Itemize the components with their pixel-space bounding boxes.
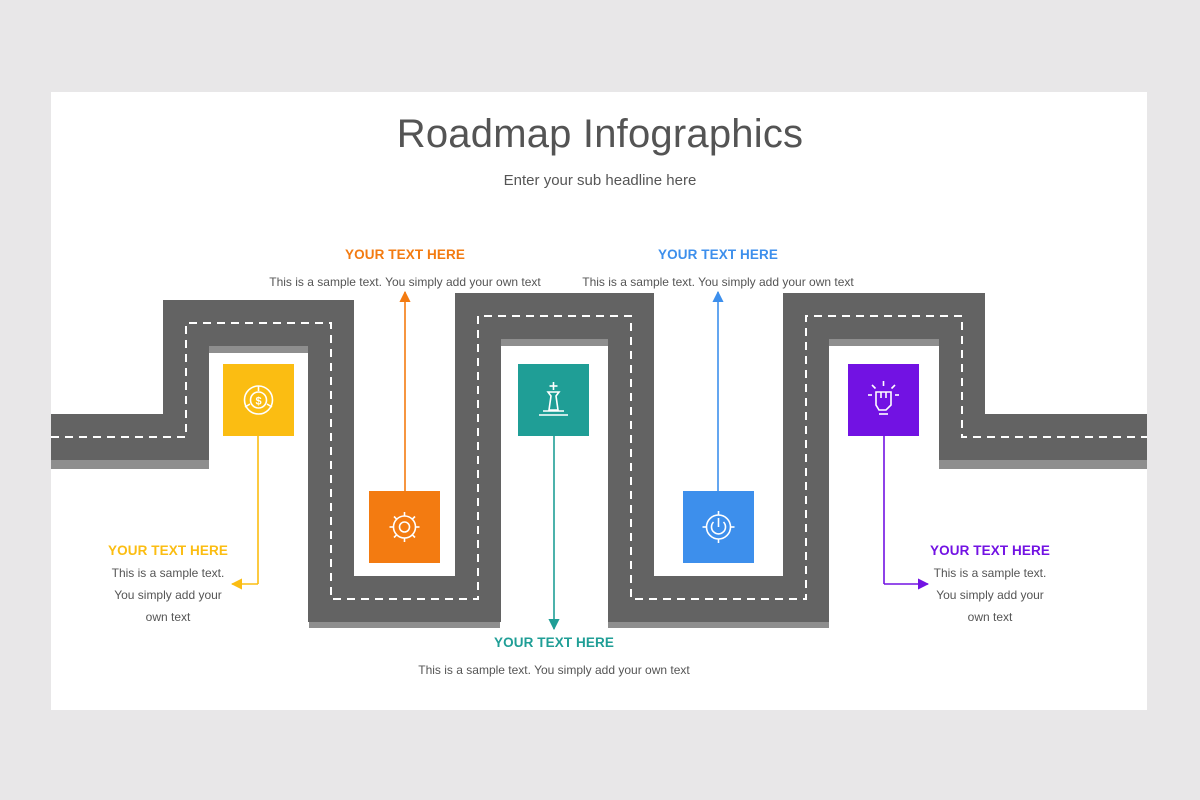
step-1-body-line-3: own text <box>145 610 191 624</box>
step-3-heading: YOUR TEXT HERE <box>494 635 614 650</box>
step-1-body-line-2: You simply add your <box>114 588 222 602</box>
step-5-body-line-3: own text <box>967 610 1013 624</box>
step-4-text: YOUR TEXT HERE This is a sample text. Yo… <box>568 247 868 293</box>
step-4-heading: YOUR TEXT HERE <box>658 247 778 262</box>
step-4-body: This is a sample text. You simply add yo… <box>582 275 854 289</box>
step-1-body-line-1: This is a sample text. <box>111 566 225 580</box>
page-title: Roadmap Infographics <box>396 112 804 156</box>
step-1-text: YOUR TEXT HERE This is a sample text. Yo… <box>98 543 238 628</box>
page-subtitle: Enter your sub headline here <box>503 172 697 189</box>
step-5-body: This is a sample text. You simply add yo… <box>920 562 1060 628</box>
step-2-body: This is a sample text. You simply add yo… <box>269 275 541 289</box>
step-3-body: This is a sample text. You simply add yo… <box>418 663 690 677</box>
step-5-text: YOUR TEXT HERE This is a sample text. Yo… <box>920 543 1060 628</box>
step-1-heading: YOUR TEXT HERE <box>108 543 228 558</box>
step-5-body-line-2: You simply add your <box>936 588 1044 602</box>
step-2-text: YOUR TEXT HERE This is a sample text. Yo… <box>255 247 555 293</box>
step-5-heading: YOUR TEXT HERE <box>930 543 1050 558</box>
step-3-text: YOUR TEXT HERE This is a sample text. Yo… <box>404 635 704 681</box>
step-2-heading: YOUR TEXT HERE <box>345 247 465 262</box>
step-1-body: This is a sample text. You simply add yo… <box>98 562 238 628</box>
step-5-body-line-1: This is a sample text. <box>933 566 1047 580</box>
